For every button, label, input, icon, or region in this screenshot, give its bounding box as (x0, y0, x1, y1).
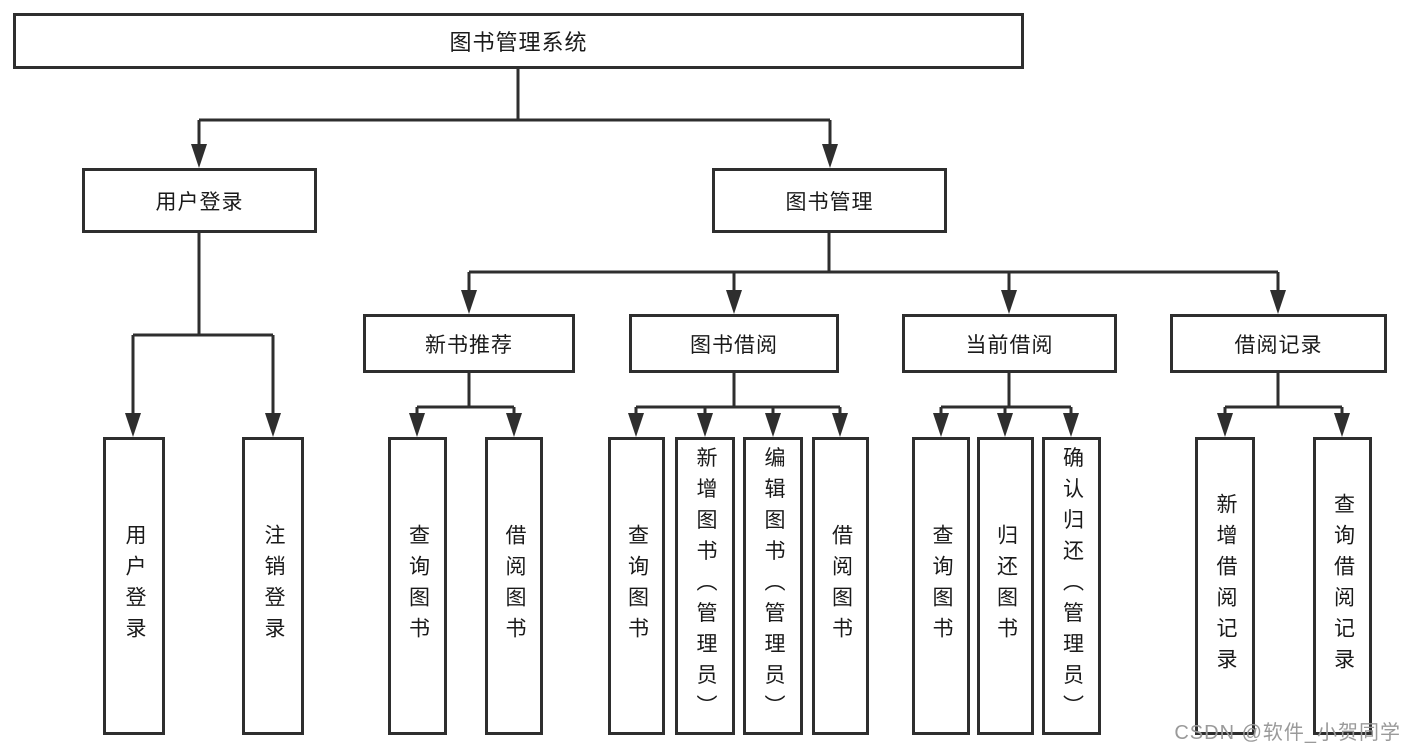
connector-new-book-to-leaves (409, 373, 522, 437)
leaf-borrow-edit-books-admin: 编辑图书（管理员） (743, 437, 803, 735)
leaf-borrow-add-books-admin-label: 新增图书（管理员） (694, 446, 717, 726)
leaf-current-return-books: 归还图书 (977, 437, 1034, 735)
leaf-logout-login: 注销登录 (242, 437, 304, 735)
leaf-records-query-record-label: 查询借阅记录 (1331, 493, 1355, 679)
leaf-borrow-query-books: 查询图书 (608, 437, 665, 735)
connector-current-borrow-to-leaves (933, 373, 1079, 437)
leaf-newbook-query-books: 查询图书 (388, 437, 447, 735)
leaf-borrow-borrow-books: 借阅图书 (812, 437, 869, 735)
connector-borrow-records-to-leaves (1217, 373, 1350, 437)
leaf-newbook-borrow-books-label: 借阅图书 (503, 524, 526, 648)
connector-root-to-level2 (191, 69, 838, 168)
leaf-current-confirm-return-admin: 确认归还（管理员） (1042, 437, 1101, 735)
leaf-records-query-record: 查询借阅记录 (1313, 437, 1372, 735)
leaf-user-login: 用户登录 (103, 437, 165, 735)
node-user-login: 用户登录 (82, 168, 317, 233)
node-root-system: 图书管理系统 (13, 13, 1024, 69)
node-borrow-records: 借阅记录 (1170, 314, 1387, 373)
leaf-records-add-record: 新增借阅记录 (1195, 437, 1255, 735)
leaf-current-confirm-return-admin-label: 确认归还（管理员） (1060, 446, 1084, 726)
connector-book-borrow-to-leaves (628, 373, 848, 437)
leaf-borrow-borrow-books-label: 借阅图书 (829, 524, 853, 648)
leaf-newbook-borrow-books: 借阅图书 (485, 437, 543, 735)
node-new-book-recommend: 新书推荐 (363, 314, 575, 373)
node-book-management: 图书管理 (712, 168, 947, 233)
leaf-logout-login-label: 注销登录 (262, 524, 285, 648)
leaf-newbook-query-books-label: 查询图书 (406, 524, 430, 648)
node-book-borrow: 图书借阅 (629, 314, 839, 373)
leaf-borrow-query-books-label: 查询图书 (625, 524, 649, 648)
leaf-current-query-books-label: 查询图书 (930, 524, 953, 648)
csdn-watermark: CSDN @软件_小贺同学 (1174, 722, 1401, 744)
connector-book-management-to-level3 (461, 233, 1286, 314)
leaf-records-add-record-label: 新增借阅记录 (1214, 493, 1237, 679)
node-current-borrow: 当前借阅 (902, 314, 1117, 373)
leaf-borrow-edit-books-admin-label: 编辑图书（管理员） (762, 446, 785, 726)
leaf-user-login-label: 用户登录 (123, 524, 146, 648)
leaf-current-query-books: 查询图书 (912, 437, 970, 735)
leaf-borrow-add-books-admin: 新增图书（管理员） (675, 437, 735, 735)
connector-user-login-to-leaves (125, 233, 281, 437)
leaf-current-return-books-label: 归还图书 (994, 524, 1018, 648)
